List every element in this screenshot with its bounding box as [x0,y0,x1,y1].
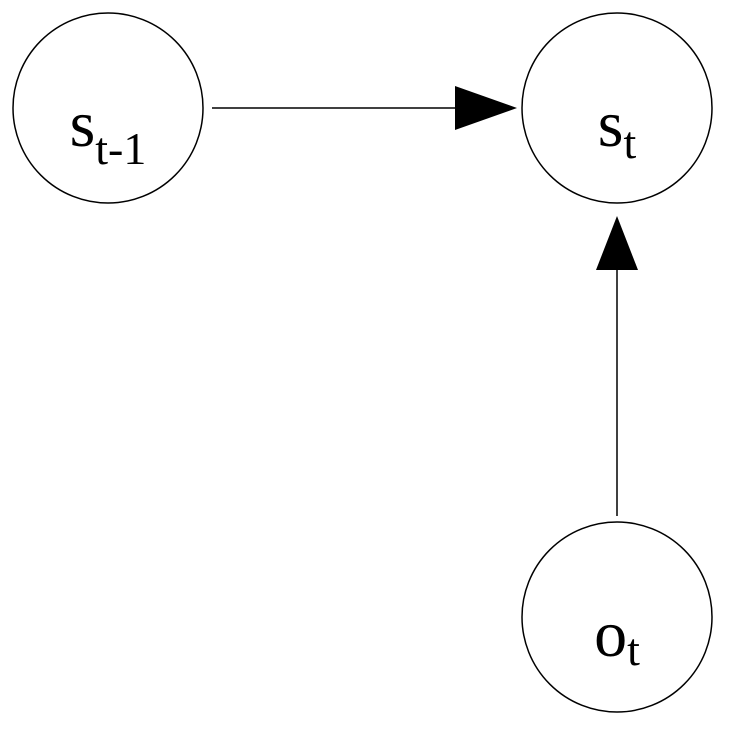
node-circle [12,12,204,204]
arrowhead-up-icon [596,216,638,270]
node-s-curr: st [521,12,713,204]
node-label-o-curr: ot [594,598,640,675]
node-label-main: s [70,88,96,161]
node-label-subscript: t [623,117,636,168]
arrowhead-right-icon [455,86,517,130]
node-label-s-prev: st-1 [70,88,147,174]
node-circle [521,12,713,204]
node-label-main: o [594,598,627,671]
edge-o-curr-to-s-curr [596,216,638,516]
node-o-curr: ot [521,521,713,713]
node-label-subscript: t-1 [95,123,146,174]
node-label-main: s [598,88,624,161]
node-s-prev: st-1 [12,12,204,204]
edge-s-prev-to-s-curr [212,86,517,130]
node-circle [521,521,713,713]
node-label-s-curr: st [598,88,637,168]
node-label-subscript: t [627,624,640,675]
